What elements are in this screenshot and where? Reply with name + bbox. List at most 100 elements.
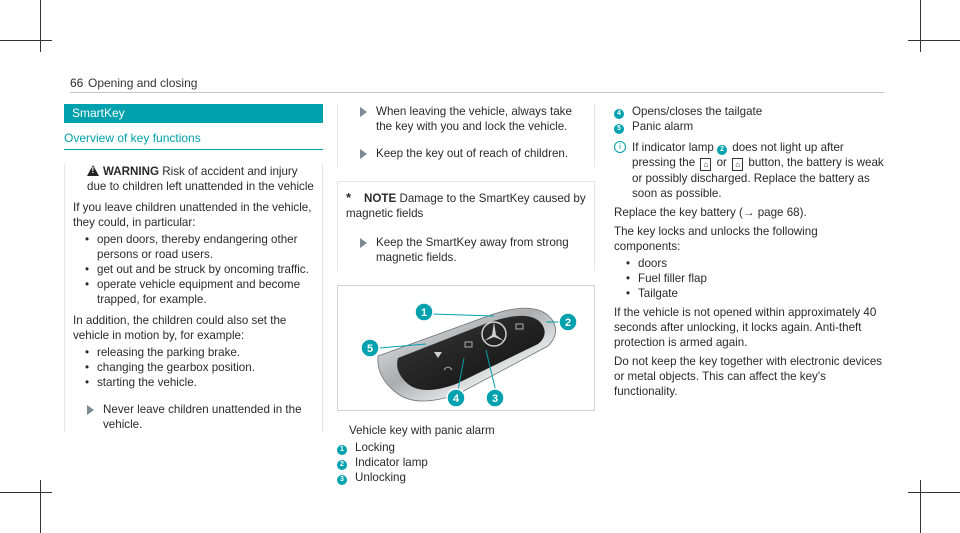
legend-number: 3	[337, 475, 347, 485]
legend-item: 2 Indicator lamp	[337, 455, 595, 470]
note-icon: *	[346, 190, 352, 205]
list-item: releasing the parking brake.	[73, 345, 316, 360]
legend-item: 4 Opens/closes the tailgate	[614, 104, 884, 119]
smartkey-figure: 1 2 3 4 5	[337, 285, 595, 411]
warning-bullets-2: releasing the parking brake. changing th…	[73, 345, 316, 390]
callout-4-label: 4	[453, 393, 460, 405]
info-icon: i	[614, 141, 626, 153]
list-item: doors	[614, 256, 884, 271]
figure-caption: Vehicle key with panic alarm	[349, 424, 495, 437]
panic-alarm-triangle	[434, 352, 442, 358]
relock-text: If the vehicle is not opened within appr…	[614, 306, 877, 349]
callout-3: 3	[485, 388, 505, 408]
legend-number: 2	[337, 460, 347, 470]
warning-bullets: open doors, thereby endangering other pe…	[73, 232, 316, 307]
callout-4: 4	[446, 388, 466, 408]
warning-heading: WARNING Risk of accident and injury due …	[73, 164, 316, 194]
crop-mark	[908, 492, 960, 493]
unlock-key-icon: ⌂	[732, 158, 744, 171]
tailgate-icon	[443, 366, 453, 371]
page-number: 66	[70, 76, 84, 90]
callout-5: 5	[360, 338, 380, 358]
crop-mark	[0, 40, 52, 41]
callout-1: 1	[414, 302, 434, 322]
warning-box: WARNING Risk of accident and injury due …	[64, 164, 323, 432]
warning-action-text: Never leave children unattended in the v…	[103, 403, 302, 431]
note-action: Keep the SmartKey away from strong magne…	[346, 235, 590, 265]
crop-mark	[908, 40, 960, 41]
mercedes-star-icon	[481, 321, 507, 347]
legend-number: 4	[614, 109, 624, 119]
lock-key-icon: ⌂	[700, 158, 712, 171]
left-column: SmartKey Overview of key functions WARNI…	[64, 104, 323, 432]
arrow-icon	[87, 405, 94, 415]
legend-text: Opens/closes the tailgate	[632, 105, 763, 118]
warning-action: Never leave children unattended in the v…	[73, 402, 316, 432]
warning-continued-box: When leaving the vehicle, always take th…	[337, 104, 595, 167]
crop-mark	[40, 480, 41, 533]
subsection-title: Overview of key functions	[64, 131, 201, 145]
figure-legend: 1 Locking 2 Indicator lamp 3 Unlocking	[337, 440, 595, 485]
info-text: or	[713, 156, 731, 169]
callout-3-label: 3	[492, 393, 498, 405]
note-action-text: Keep the SmartKey away from strong magne…	[376, 236, 569, 264]
action-item: When leaving the vehicle, always take th…	[346, 104, 590, 134]
note-box: * NOTE Damage to the SmartKey caused by m…	[337, 181, 595, 271]
smartkey-illustration: 1 2 3 4 5	[360, 302, 578, 408]
components-list: doors Fuel filler flap Tailgate	[614, 256, 884, 301]
crop-mark	[40, 0, 41, 52]
info-text: button, the battery is weak or possibly …	[632, 156, 884, 200]
list-item: Tailgate	[614, 286, 884, 301]
indicator-lamp-number: 2	[717, 145, 728, 155]
note-heading-text: Damage to the SmartKey caused by magneti…	[346, 192, 586, 220]
legend-text: Indicator lamp	[355, 456, 428, 469]
crop-mark	[0, 492, 52, 493]
note-heading: * NOTE Damage to the SmartKey caused by m…	[346, 190, 590, 221]
callout-2-label: 2	[565, 317, 571, 329]
list-item: Fuel filler flap	[614, 271, 884, 286]
subsection-divider	[64, 149, 323, 150]
legend-number: 5	[614, 124, 624, 134]
list-item: starting the vehicle.	[73, 375, 316, 390]
header-divider	[70, 92, 884, 93]
unlock-key-icon	[515, 323, 524, 330]
chapter-title: Opening and closing	[88, 76, 198, 90]
legend-text: Panic alarm	[632, 120, 694, 133]
arrow-icon	[360, 107, 367, 117]
callout-2: 2	[558, 312, 578, 332]
key-body	[377, 307, 556, 402]
lock-key-icon	[464, 341, 473, 348]
callout-5-label: 5	[367, 343, 373, 355]
note-label: NOTE	[364, 192, 397, 205]
legend-text: Locking	[355, 441, 395, 454]
legend-number: 1	[337, 445, 347, 455]
legend-item: 3 Unlocking	[337, 470, 595, 485]
list-item: get out and be struck by oncoming traffi…	[73, 262, 316, 277]
callout-lines	[379, 313, 560, 393]
list-item: changing the gearbox position.	[73, 360, 316, 375]
crop-mark	[920, 480, 921, 533]
warning-paragraph: In addition, the children could also set…	[73, 314, 287, 342]
arrow-icon	[360, 238, 367, 248]
info-text: does not light up after pressing the	[632, 141, 844, 169]
legend-item: 1 Locking	[337, 440, 595, 455]
warning-icon	[87, 165, 99, 176]
replace-battery-text: Replace the key battery (→ page 68).	[614, 206, 807, 219]
info-text: If indicator lamp	[632, 141, 718, 154]
callout-1-label: 1	[421, 307, 427, 319]
middle-column: When leaving the vehicle, always take th…	[337, 104, 595, 485]
info-note: i If indicator lamp 2 does not light up …	[614, 140, 884, 201]
interference-text: Do not keep the key together with electr…	[614, 355, 883, 398]
section-title: SmartKey	[64, 104, 323, 123]
action-text: Keep the key out of reach of children.	[376, 147, 569, 160]
legend-text: Unlocking	[355, 471, 406, 484]
arrow-icon	[360, 149, 367, 159]
action-text: When leaving the vehicle, always take th…	[376, 105, 572, 133]
warning-heading-text: Risk of accident and injury due to child…	[87, 165, 314, 193]
list-item: open doors, thereby endangering other pe…	[73, 232, 316, 262]
components-intro: The key locks and unlocks the following …	[614, 225, 818, 253]
crop-mark	[920, 0, 921, 52]
action-item: Keep the key out of reach of children.	[346, 146, 590, 161]
warning-label: WARNING	[103, 165, 160, 178]
legend-item: 5 Panic alarm	[614, 119, 884, 134]
